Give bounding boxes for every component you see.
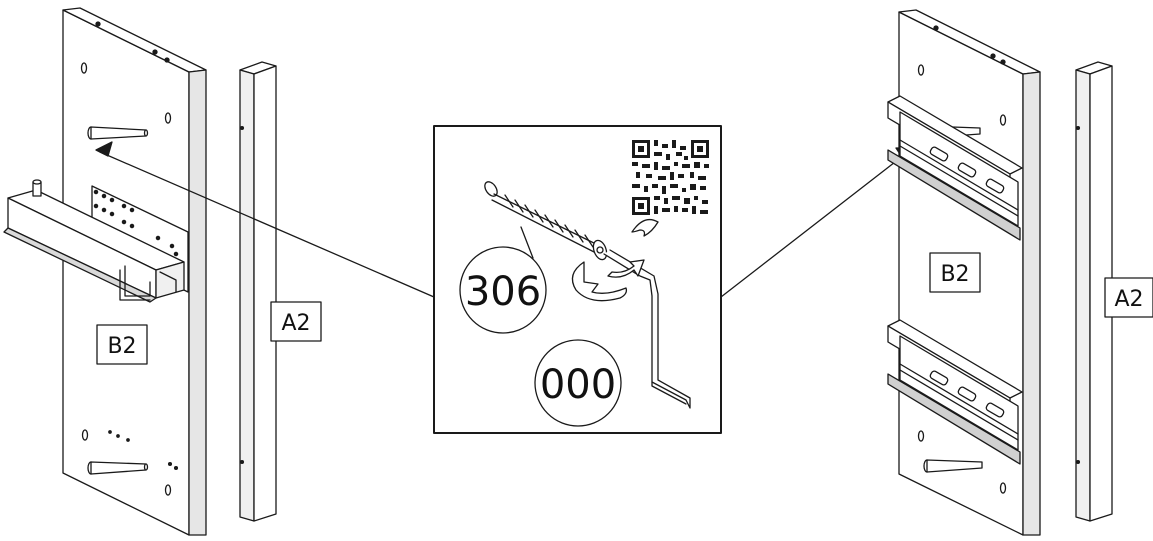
left-drawer-runner bbox=[3, 179, 189, 303]
left-pointer-arrow-icon bbox=[95, 141, 113, 157]
left-upper-screw bbox=[87, 126, 149, 140]
right-lower-runner bbox=[887, 319, 1023, 465]
part-306-circle bbox=[459, 246, 547, 334]
left-strip-label-box bbox=[270, 301, 322, 342]
screw-part-number: 306 bbox=[465, 269, 541, 315]
screw-306-drawing bbox=[484, 181, 608, 261]
right-assembly bbox=[887, 9, 1153, 536]
tool-000-drawing bbox=[603, 249, 691, 409]
left-lower-screw bbox=[87, 461, 149, 475]
left-panel-label-box bbox=[96, 324, 148, 365]
left-assembly bbox=[3, 7, 322, 536]
right-strip-label: A2 bbox=[1114, 287, 1143, 312]
tool-part-number: 000 bbox=[540, 362, 616, 408]
right-upper-runner bbox=[887, 95, 1023, 241]
detail-box bbox=[433, 125, 722, 434]
leader-lines bbox=[99, 151, 909, 298]
right-strip-a2 bbox=[1075, 61, 1113, 522]
left-strip-a2 bbox=[239, 61, 277, 522]
right-panel-label: B2 bbox=[940, 262, 969, 287]
rotate-arrow-icon bbox=[571, 218, 659, 302]
qr-code bbox=[632, 140, 709, 215]
part-000-circle bbox=[534, 339, 622, 427]
left-panel-label: B2 bbox=[107, 334, 136, 359]
right-strip-label-box bbox=[1104, 277, 1153, 318]
left-strip-label: A2 bbox=[281, 311, 310, 336]
right-panel-label-box bbox=[929, 252, 981, 293]
